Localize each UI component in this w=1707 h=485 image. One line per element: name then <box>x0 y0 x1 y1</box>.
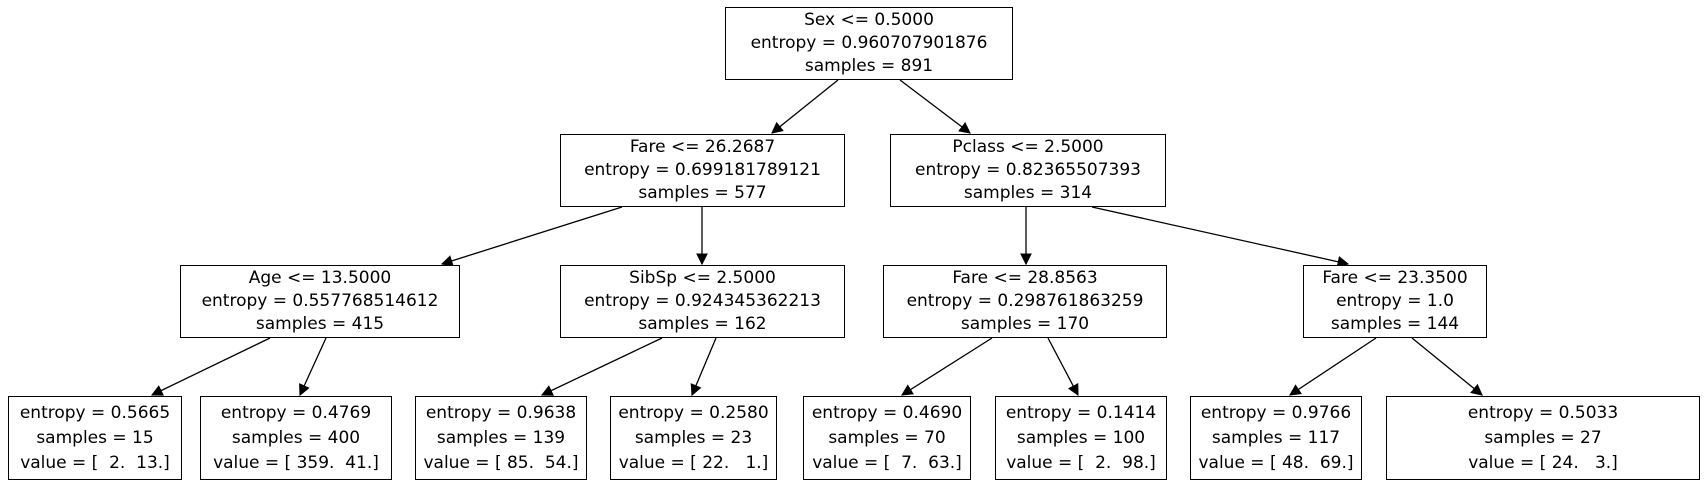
node-entropy: entropy = 0.1414 <box>1005 402 1157 423</box>
tree-node-fare26: Fare <= 26.2687 entropy = 0.699181789121… <box>560 134 845 207</box>
node-samples: samples = 139 <box>436 427 566 448</box>
node-samples: samples = 314 <box>963 183 1093 203</box>
edge-root-to-fare26 <box>771 79 839 134</box>
node-value: value = [ 2. 13.] <box>20 452 170 473</box>
edge-pclass-to-fare23 <box>1091 206 1350 268</box>
node-value: value = [ 7. 63.] <box>812 452 962 473</box>
tree-leaf-4: entropy = 0.2580 samples = 23 value = [ … <box>610 396 777 480</box>
node-samples: samples = 162 <box>638 314 767 334</box>
node-samples: samples = 400 <box>231 427 361 448</box>
node-entropy: entropy = 0.557768514612 <box>201 291 439 311</box>
node-value: value = [ 85. 54.] <box>423 452 579 473</box>
node-samples: samples = 170 <box>960 314 1090 334</box>
tree-leaf-2: entropy = 0.4769 samples = 400 value = [… <box>200 396 392 480</box>
node-samples: samples = 415 <box>255 314 385 334</box>
edge-root-to-pclass <box>899 79 971 134</box>
node-entropy: entropy = 0.4769 <box>220 402 372 423</box>
tree-node-fare28: Fare <= 28.8563 entropy = 0.298761863259… <box>883 265 1167 338</box>
node-entropy: entropy = 0.924345362213 <box>584 291 821 311</box>
tree-leaf-7: entropy = 0.9766 samples = 117 value = [… <box>1190 396 1362 480</box>
node-entropy: entropy = 0.9638 <box>425 402 577 423</box>
node-condition: Age <= 13.5000 <box>248 268 392 288</box>
tree-leaf-5: entropy = 0.4690 samples = 70 value = [ … <box>803 396 971 480</box>
node-entropy: entropy = 0.5033 <box>1467 402 1619 423</box>
node-value: value = [ 48. 69.] <box>1198 452 1354 473</box>
node-condition: SibSp <= 2.5000 <box>629 268 776 288</box>
node-samples: samples = 15 <box>36 427 154 448</box>
tree-leaf-8: entropy = 0.5033 samples = 27 value = [ … <box>1386 396 1700 480</box>
node-entropy: entropy = 0.82365507393 <box>914 160 1141 180</box>
tree-leaf-1: entropy = 0.5665 samples = 15 value = [ … <box>8 396 182 480</box>
tree-node-age: Age <= 13.5000 entropy = 0.557768514612 … <box>180 265 460 338</box>
tree-leaf-3: entropy = 0.9638 samples = 139 value = [… <box>415 396 587 480</box>
edge-fare28-to-leaf5 <box>901 337 993 396</box>
node-entropy: entropy = 0.9766 <box>1200 402 1352 423</box>
node-condition: Sex <= 0.5000 <box>804 10 934 30</box>
node-samples: samples = 144 <box>1330 314 1460 334</box>
tree-leaf-6: entropy = 0.1414 samples = 100 value = [… <box>995 396 1167 480</box>
node-value: value = [ 2. 98.] <box>1006 452 1156 473</box>
node-samples: samples = 577 <box>638 183 767 203</box>
node-samples: samples = 891 <box>804 56 934 76</box>
node-samples: samples = 27 <box>1484 427 1602 448</box>
tree-node-sibsp: SibSp <= 2.5000 entropy = 0.924345362213… <box>560 265 845 338</box>
node-entropy: entropy = 0.699181789121 <box>584 160 821 180</box>
node-condition: Pclass <= 2.5000 <box>952 137 1104 157</box>
edge-fare26-to-age <box>440 206 623 267</box>
node-value: value = [ 359. 41.] <box>213 452 379 473</box>
edge-age-to-leaf2 <box>299 337 327 397</box>
edge-sibsp-to-leaf4 <box>690 337 717 397</box>
tree-node-root: Sex <= 0.5000 entropy = 0.960707901876 s… <box>725 7 1013 80</box>
node-entropy: entropy = 0.4690 <box>811 402 963 423</box>
node-entropy: entropy = 0.2580 <box>618 402 769 423</box>
node-samples: samples = 117 <box>1211 427 1341 448</box>
edge-fare23-to-leaf8 <box>1411 337 1483 396</box>
node-samples: samples = 23 <box>634 427 753 448</box>
node-value: value = [ 22. 1.] <box>618 452 769 473</box>
node-entropy: entropy = 0.298761863259 <box>906 291 1144 311</box>
node-condition: Fare <= 26.2687 <box>629 137 776 157</box>
edge-fare28-to-leaf6 <box>1047 337 1079 397</box>
node-entropy: entropy = 0.960707901876 <box>750 33 988 53</box>
edge-age-to-leaf1 <box>150 337 271 396</box>
edge-sibsp-to-leaf3 <box>540 337 663 396</box>
node-samples: samples = 70 <box>828 427 946 448</box>
node-condition: Fare <= 28.8563 <box>952 268 1098 288</box>
tree-node-pclass: Pclass <= 2.5000 entropy = 0.82365507393… <box>890 134 1166 207</box>
node-entropy: entropy = 1.0 <box>1336 291 1454 311</box>
node-samples: samples = 100 <box>1016 427 1146 448</box>
tree-node-fare23: Fare <= 23.3500 entropy = 1.0 samples = … <box>1303 265 1487 338</box>
node-value: value = [ 24. 3.] <box>1468 452 1618 473</box>
node-entropy: entropy = 0.5665 <box>19 402 171 423</box>
node-condition: Fare <= 23.3500 <box>1322 268 1468 288</box>
edge-fare23-to-leaf7 <box>1289 337 1377 396</box>
